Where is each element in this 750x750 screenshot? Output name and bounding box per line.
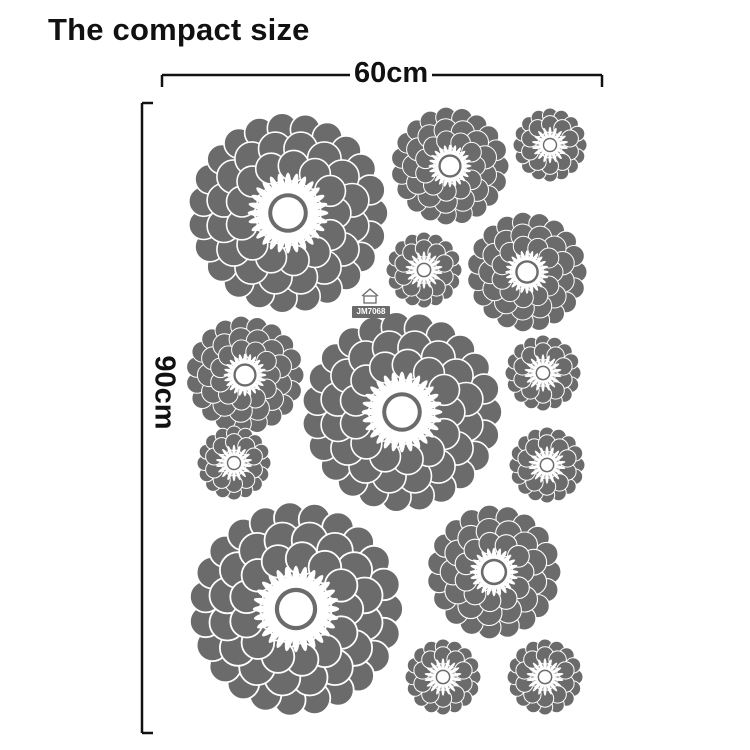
flower-decal-icon [391, 106, 510, 226]
height-dimension-line [140, 101, 153, 735]
page-title: The compact size [48, 12, 310, 47]
flower-decal-icon [427, 504, 562, 640]
flower-decal-icon [186, 315, 305, 435]
flower-decal-icon [467, 211, 588, 333]
flower-decal-icon [188, 112, 389, 314]
height-label: 90cm [149, 351, 181, 434]
flower-decal-icon [404, 638, 482, 716]
product-code-badge: JM7068 [352, 306, 390, 318]
flower-decal-icon [302, 311, 503, 513]
flower-decal-icon [385, 231, 463, 309]
flower-decal-icon [512, 107, 588, 183]
flower-decal-icon [506, 638, 584, 716]
flower-decal-icon [188, 501, 404, 717]
width-label: 60cm [350, 59, 433, 88]
house-logo-icon [361, 288, 379, 304]
flower-decal-icon [504, 334, 582, 412]
flower-decals [186, 106, 588, 717]
flower-decal-icon [508, 426, 586, 504]
flower-decal-icon [196, 425, 272, 501]
